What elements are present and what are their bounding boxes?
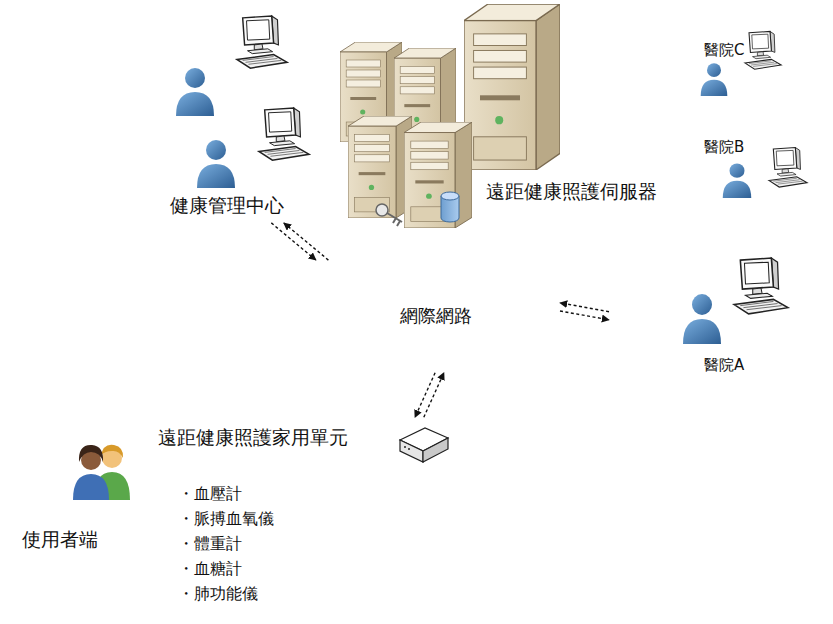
node-label: 健康管理中心 xyxy=(170,194,284,217)
internet-cloud: 網際網路 xyxy=(315,262,557,370)
center-label-box: 健康管理中心 xyxy=(168,192,288,221)
ellipse-shape xyxy=(75,0,745,265)
node-label: ・脈搏血氧儀 xyxy=(178,509,274,528)
dashed-arrow xyxy=(560,303,609,312)
node-label: 醫院B xyxy=(704,138,744,156)
computer-icon xyxy=(237,16,287,68)
text-holder: ・體重計 xyxy=(178,534,242,553)
person-icon xyxy=(197,140,235,188)
text-holder: ・血糖計 xyxy=(178,559,242,578)
node-label: ・血壓計 xyxy=(178,484,242,503)
dashed-arrow xyxy=(424,373,444,418)
server-region: 遠距健康照護伺服器健康管理中心 xyxy=(75,0,745,265)
dashed-arrow xyxy=(284,223,329,260)
dashed-arrow xyxy=(560,311,609,320)
node-label: 醫院C xyxy=(704,41,744,59)
computer-icon xyxy=(745,31,781,69)
node-label: ・體重計 xyxy=(178,534,242,553)
hospital-region: 醫院B xyxy=(612,112,833,227)
text-holder: ・血壓計 xyxy=(178,484,242,503)
person-icon xyxy=(683,294,721,344)
dashed-arrow xyxy=(415,373,435,418)
server-icon xyxy=(404,122,472,228)
computer-icon xyxy=(769,147,807,187)
text-holder: 使用者端 xyxy=(22,528,98,551)
text-holder: 遠距健康照護家用單元 xyxy=(158,426,348,449)
key-icon xyxy=(376,204,402,226)
node-label: 醫院A xyxy=(704,356,744,374)
ellipse-shape xyxy=(612,112,833,227)
node-label: ・肺功能儀 xyxy=(178,584,258,603)
node-label: 遠距健康照護家用單元 xyxy=(158,426,348,449)
person-icon xyxy=(723,163,752,198)
users-icon xyxy=(73,445,130,500)
text-holder: ・脈搏血氧儀 xyxy=(178,509,274,528)
text-holder: 醫院C xyxy=(704,40,744,59)
text-holder: 醫院A xyxy=(704,355,744,374)
computer-icon xyxy=(259,108,309,160)
server-icon xyxy=(464,4,560,170)
node-label: 使用者端 xyxy=(22,528,98,551)
user-region: 使用者端 ・血壓計・脈搏血氧儀・體重計・血糖計・肺功能儀 遠距健康照護家用單元 xyxy=(0,385,570,624)
text-holder: 遠距健康照護伺服器 xyxy=(486,180,657,203)
server-icon xyxy=(348,116,412,218)
hospital-region: 醫院A xyxy=(612,262,833,392)
text-holder: 健康管理中心 xyxy=(170,194,284,217)
database-icon xyxy=(441,192,459,222)
home-unit-device xyxy=(400,428,448,462)
person-icon xyxy=(176,68,214,116)
dashed-arrow xyxy=(271,223,316,260)
text-holder: 網際網路 xyxy=(315,262,557,370)
node-label: ・血糖計 xyxy=(178,559,242,578)
node-label: 網際網路 xyxy=(400,305,472,327)
ellipse-shape xyxy=(645,10,833,118)
hospital-region: 醫院C xyxy=(645,10,833,118)
node-label: 遠距健康照護伺服器 xyxy=(486,180,657,203)
computer-icon xyxy=(734,258,788,314)
ellipse-shape xyxy=(0,385,570,624)
home-unit-box: 遠距健康照護家用單元 xyxy=(155,420,450,472)
text-holder: 醫院B xyxy=(704,137,744,156)
text-holder: ・肺功能儀 xyxy=(178,584,258,603)
person-icon xyxy=(701,63,728,96)
